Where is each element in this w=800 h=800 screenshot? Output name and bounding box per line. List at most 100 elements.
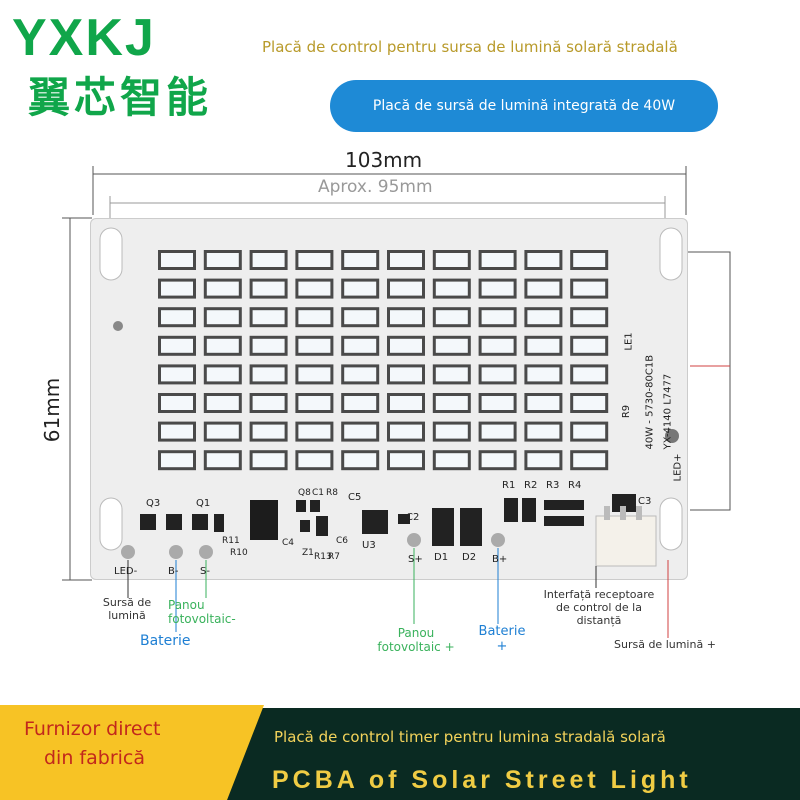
led-chip-lens bbox=[298, 396, 331, 410]
led-chip-lens bbox=[573, 281, 606, 296]
silk-q1: Q1 bbox=[196, 498, 211, 509]
led-chip-lens bbox=[344, 253, 377, 267]
header-title: Placă de control pentru sursa de lumină … bbox=[262, 38, 678, 56]
led-chip-lens bbox=[298, 338, 331, 353]
brand-logo-latin: YXKJ bbox=[12, 9, 156, 67]
dimension-approx: Aprox. 95mm bbox=[318, 177, 433, 197]
led-chip-lens bbox=[481, 310, 514, 325]
silk-model-line1: 40W - 5730-80C1B bbox=[644, 354, 656, 450]
silk-d1: D1 bbox=[434, 552, 449, 563]
led-chip-lens bbox=[161, 424, 193, 439]
led-chip-lens bbox=[161, 367, 193, 382]
led-chip-lens bbox=[206, 367, 239, 382]
led-chip-lens bbox=[435, 424, 468, 439]
led-chip-lens bbox=[573, 396, 606, 410]
led-chip-lens bbox=[435, 453, 468, 468]
pad-label-b-minus: B- bbox=[168, 566, 179, 577]
led-chip-lens bbox=[298, 453, 331, 468]
led-chip-lens bbox=[206, 453, 239, 468]
led-chip-lens bbox=[206, 338, 239, 353]
led-chip-lens bbox=[527, 338, 560, 353]
led-chip-lens bbox=[435, 338, 468, 353]
led-chip-lens bbox=[527, 453, 560, 468]
silk-r3: R3 bbox=[546, 480, 560, 491]
led-chip-lens bbox=[298, 367, 331, 382]
led-chip-lens bbox=[527, 424, 560, 439]
led-chip-lens bbox=[344, 424, 377, 439]
led-chip-lens bbox=[344, 453, 377, 468]
silk-r1: R1 bbox=[502, 480, 516, 491]
led-chip-lens bbox=[206, 281, 239, 296]
silk-r7: R7 bbox=[328, 552, 340, 562]
led-chip-lens bbox=[252, 424, 285, 439]
led-chip-lens bbox=[344, 338, 377, 353]
led-chip-lens bbox=[206, 253, 239, 267]
silk-model-line2: YX-4140 L7477 bbox=[662, 373, 674, 450]
led-chip-lens bbox=[344, 396, 377, 410]
led-chip-lens bbox=[390, 396, 422, 410]
led-chip-lens bbox=[298, 310, 331, 325]
pad-label-s-minus: S- bbox=[200, 566, 210, 577]
silk-c5: C5 bbox=[348, 492, 362, 503]
led-chip-lens bbox=[573, 253, 606, 267]
led-chip-lens bbox=[252, 396, 285, 410]
led-chip-lens bbox=[573, 338, 606, 353]
silk-le1: LE1 bbox=[623, 332, 635, 351]
led-chip-lens bbox=[161, 338, 193, 353]
led-chip-lens bbox=[481, 424, 514, 439]
led-chip-lens bbox=[390, 281, 422, 296]
pad-label-led-minus: LED- bbox=[114, 566, 138, 577]
led-chip-lens bbox=[481, 396, 514, 410]
led-chip-lens bbox=[161, 310, 193, 325]
led-chip-lens bbox=[481, 281, 514, 296]
label-light-plus: Sursă de lumină + bbox=[614, 638, 716, 651]
brand-logo-chinese: 翼芯智能 bbox=[28, 73, 213, 122]
silk-z1: Z1 bbox=[302, 548, 314, 558]
silk-q8: Q8 bbox=[298, 488, 311, 498]
led-chip-lens bbox=[573, 424, 606, 439]
led-chip-lens bbox=[573, 367, 606, 382]
led-chip-lens bbox=[252, 281, 285, 296]
led-chip-lens bbox=[390, 253, 422, 267]
silk-led-plus: LED+ bbox=[672, 453, 684, 482]
label-light-source: Sursă de lumină bbox=[102, 596, 152, 622]
pad-label-s-plus: S+ bbox=[408, 554, 423, 565]
led-chip-lens bbox=[435, 396, 468, 410]
silk-c4: C4 bbox=[282, 538, 295, 548]
led-chip-lens bbox=[252, 253, 285, 267]
led-chip-lens bbox=[298, 424, 331, 439]
silk-r8: R8 bbox=[326, 488, 338, 498]
led-chip-lens bbox=[252, 367, 285, 382]
led-chip-lens bbox=[527, 253, 560, 267]
led-chip-lens bbox=[344, 281, 377, 296]
led-chip-lens bbox=[161, 396, 193, 410]
pad-label-b-plus: B+ bbox=[492, 554, 508, 565]
led-chip-lens bbox=[161, 253, 193, 267]
led-chip-lens bbox=[390, 424, 422, 439]
led-chip-lens bbox=[161, 453, 193, 468]
footer-badge-line2: din fabrică bbox=[44, 747, 145, 769]
led-array bbox=[158, 250, 609, 471]
led-chip-lens bbox=[161, 281, 193, 296]
silk-c1: C1 bbox=[312, 488, 325, 498]
label-pv-plus: Panou fotovoltaic + bbox=[377, 626, 455, 654]
header-pill-text: Placă de sursă de lumină integrată de 40… bbox=[372, 98, 676, 114]
silk-q3: Q3 bbox=[146, 498, 161, 509]
led-chip-lens bbox=[344, 310, 377, 325]
silk-r9: R9 bbox=[621, 404, 633, 419]
led-chip-lens bbox=[435, 253, 468, 267]
led-chip-lens bbox=[573, 310, 606, 325]
led-chip-lens bbox=[252, 338, 285, 353]
silk-d2: D2 bbox=[462, 552, 477, 563]
silk-r4: R4 bbox=[568, 480, 582, 491]
footer-badge-line1: Furnizor direct bbox=[24, 718, 161, 740]
silk-r2: R2 bbox=[524, 480, 538, 491]
led-chip-lens bbox=[481, 338, 514, 353]
silk-c2: C2 bbox=[406, 512, 420, 523]
led-chip-lens bbox=[527, 310, 560, 325]
silk-u3: U3 bbox=[362, 540, 376, 551]
led-chip-lens bbox=[298, 281, 331, 296]
led-chip-lens bbox=[573, 453, 606, 468]
led-chip-lens bbox=[390, 338, 422, 353]
